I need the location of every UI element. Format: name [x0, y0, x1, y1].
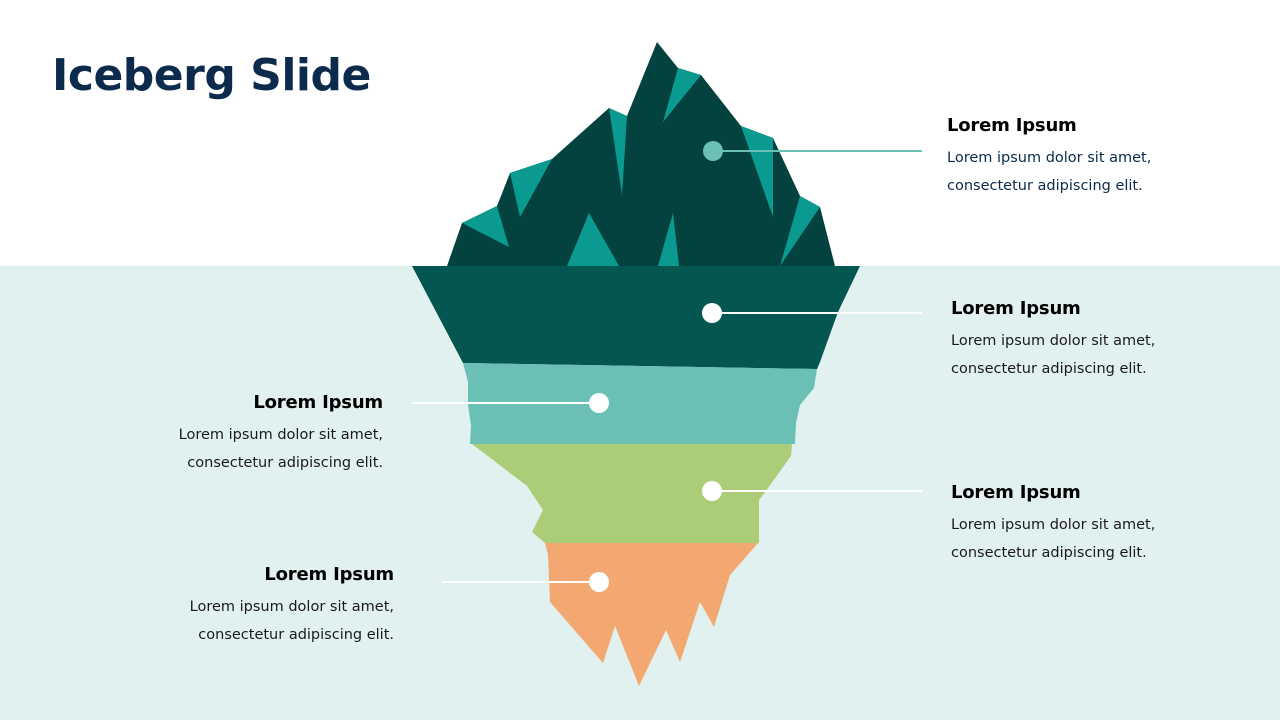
- tip-facet: [658, 213, 679, 266]
- tip-facet: [663, 68, 701, 122]
- callout-text-line2: consectetur adipiscing elit.: [951, 361, 1147, 377]
- callout-text-line1: Lorem ipsum dolor sit amet,: [189, 599, 394, 615]
- connector-layer-2: [412, 393, 609, 413]
- callout-heading: Lorem Ipsum: [951, 298, 1081, 319]
- callout-text-line1: Lorem ipsum dolor sit amet,: [951, 517, 1156, 533]
- slide-title: Iceberg Slide: [52, 50, 371, 101]
- callout-layer-3: Lorem Ipsum Lorem ipsum dolor sit amet, …: [951, 482, 1211, 567]
- callout-text-line2: consectetur adipiscing elit.: [951, 545, 1147, 561]
- callout-heading: Lorem Ipsum: [264, 564, 394, 585]
- callout-text-line2: consectetur adipiscing elit.: [947, 178, 1143, 194]
- marker-dot: [702, 303, 722, 323]
- callout-layer-2: Lorem Ipsum Lorem ipsum dolor sit amet, …: [123, 392, 384, 477]
- callout-text-line2: consectetur adipiscing elit.: [187, 455, 383, 471]
- marker-dot: [702, 481, 722, 501]
- callout-heading: Lorem Ipsum: [253, 392, 383, 413]
- marker-dot: [589, 572, 609, 592]
- iceberg-layer-3: [472, 444, 792, 543]
- tip-facet: [567, 213, 619, 266]
- callout-text-line1: Lorem ipsum dolor sit amet,: [947, 150, 1152, 166]
- callout-tip: Lorem Ipsum Lorem ipsum dolor sit amet, …: [947, 115, 1207, 200]
- callout-text-line2: consectetur adipiscing elit.: [198, 627, 394, 643]
- tip-facet: [609, 108, 627, 195]
- marker-dot: [703, 141, 723, 161]
- iceberg-layer-4: [545, 543, 758, 686]
- callout-layer-4: Lorem Ipsum Lorem ipsum dolor sit amet, …: [134, 564, 395, 649]
- tip-facet: [510, 159, 552, 217]
- tip-facet: [462, 206, 509, 247]
- iceberg-tip: [447, 42, 835, 266]
- callout-text-line1: Lorem ipsum dolor sit amet,: [951, 333, 1156, 349]
- iceberg-layer-2: [463, 363, 817, 444]
- tip-facet: [741, 126, 773, 217]
- callout-text-line1: Lorem ipsum dolor sit amet,: [178, 427, 383, 443]
- callout-heading: Lorem Ipsum: [951, 482, 1081, 503]
- connector-tip: [703, 141, 922, 161]
- tip-facet: [780, 196, 820, 266]
- connector-layer-3: [702, 481, 922, 501]
- callout-heading: Lorem Ipsum: [947, 115, 1077, 136]
- marker-dot: [589, 393, 609, 413]
- callout-layer-1: Lorem Ipsum Lorem ipsum dolor sit amet, …: [951, 298, 1211, 383]
- iceberg-layer-1: [412, 266, 860, 369]
- tip-body: [447, 42, 835, 266]
- connector-layer-1: [702, 303, 922, 323]
- connector-layer-4: [442, 572, 609, 592]
